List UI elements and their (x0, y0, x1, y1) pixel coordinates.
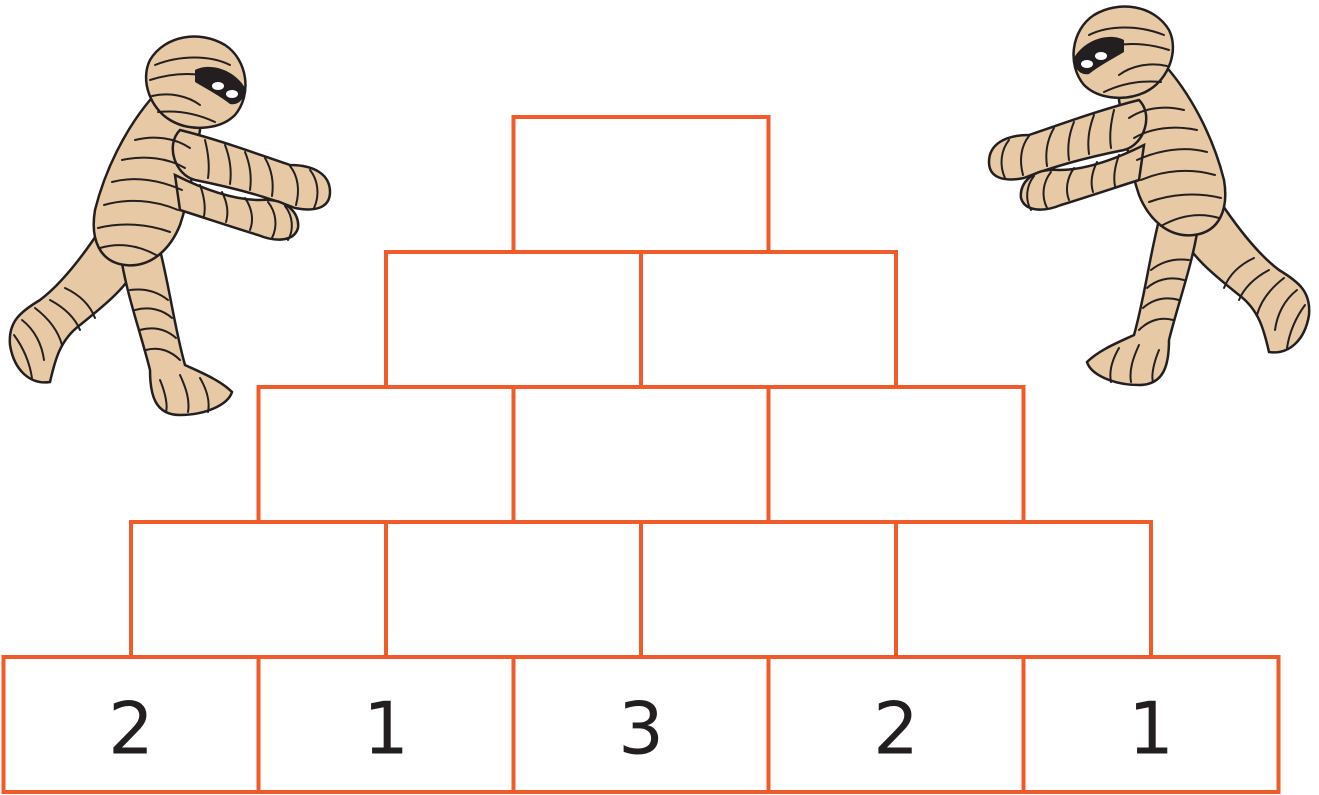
brick-value-r5-c4: 2 (873, 687, 919, 771)
brick-r1-c1 (514, 117, 769, 252)
brick-r3-c3 (769, 387, 1024, 522)
brick-r4-c3 (641, 522, 896, 657)
brick-r4-c4 (896, 522, 1151, 657)
brick-value-r5-c3: 3 (618, 687, 664, 771)
brick-r3-c2 (514, 387, 769, 522)
brick-r2-c1 (386, 252, 641, 387)
brick-value-r5-c2: 1 (363, 687, 409, 771)
brick-r2-c2 (641, 252, 896, 387)
brick-r4-c1 (131, 522, 386, 657)
brick-r4-c2 (386, 522, 641, 657)
left-mummy-illustration (10, 37, 330, 415)
brick-r3-c1 (259, 387, 514, 522)
brick-value-r5-c5: 1 (1128, 687, 1174, 771)
right-mummy-illustration (989, 7, 1309, 385)
pyramid: 2 1 3 2 1 (4, 117, 1279, 792)
brick-value-r5-c1: 2 (108, 687, 154, 771)
